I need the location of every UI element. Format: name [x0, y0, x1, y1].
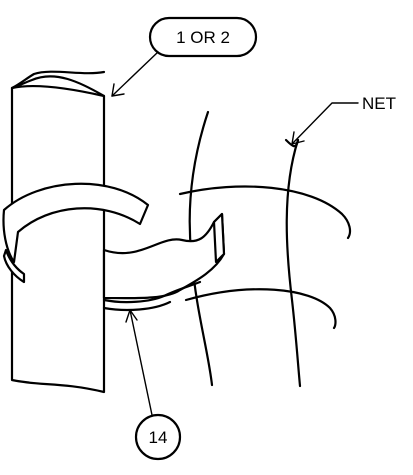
- callout-net: NET: [291, 94, 396, 145]
- clip: [2, 182, 226, 312]
- callout-net-arrowhead: [291, 131, 305, 145]
- callout-pole-label: 1 OR 2: [176, 28, 230, 47]
- callout-clip-arrowhead: [125, 309, 138, 323]
- pole: [10, 70, 106, 394]
- callout-net-leader: [291, 102, 359, 145]
- callout-net-label: NET: [362, 94, 396, 113]
- callout-pole-bubble: [148, 16, 258, 58]
- callout-pole-leader: [111, 51, 159, 97]
- callout-clip-label: 14: [149, 428, 168, 447]
- callout-clip-leader: [129, 309, 153, 416]
- callout-clip-bubble: [134, 413, 182, 461]
- callout-clip: 14: [125, 309, 182, 461]
- callout-pole-arrowhead: [111, 83, 125, 97]
- callout-pole: 1 OR 2: [111, 16, 258, 97]
